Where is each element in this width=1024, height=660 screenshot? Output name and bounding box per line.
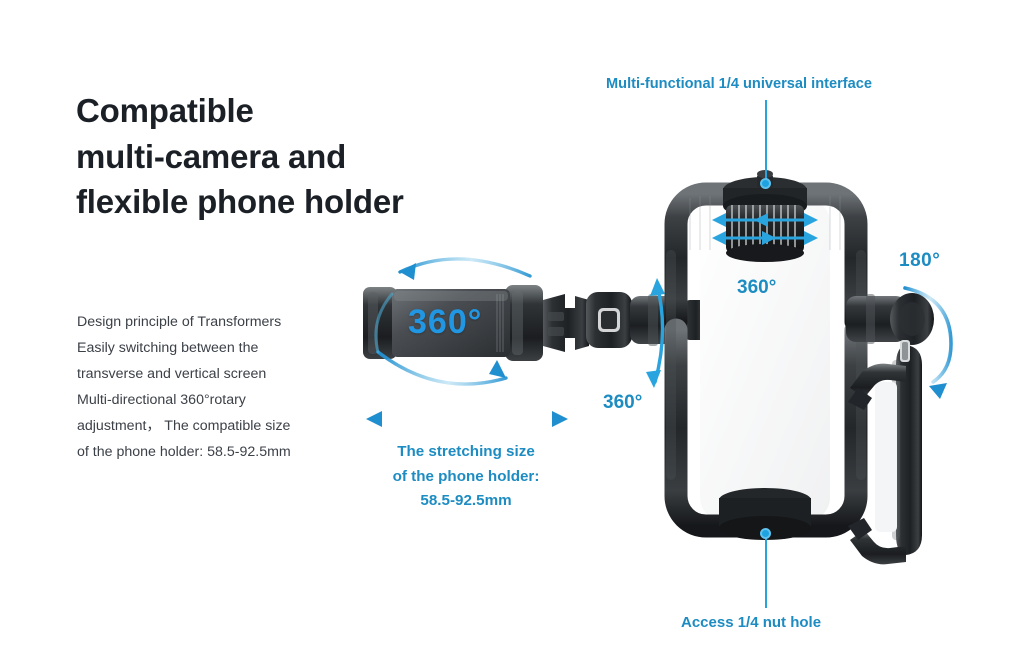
headline-line-2: multi-camera and: [76, 137, 347, 175]
leader-line-bottom: [765, 536, 767, 608]
ring-frame-body: [664, 170, 868, 540]
articulating-arm: [586, 292, 706, 348]
description-paragraph: Design principle of Transformers Easily …: [77, 310, 347, 466]
description-line-5: adjustment， The compatible size: [77, 417, 291, 434]
rotation-arc-icon: [374, 257, 532, 386]
annotation-rotation-360-arm: 360°: [603, 392, 643, 413]
description-line-3: transverse and vertical screen: [77, 365, 267, 382]
callout-dot-icon-bottom: [760, 528, 771, 539]
stretch-caption-line-2: of the phone holder:: [392, 467, 540, 485]
side-mount-bracket: [848, 340, 922, 565]
horizontal-rotation-arrows-icon: [712, 213, 818, 245]
double-headed-arrow-icon: [366, 411, 568, 427]
annotation-bottom-nut: Access 1/4 nut hole: [681, 614, 822, 631]
description-line-2: Easily switching between the: [77, 339, 259, 356]
annotation-rotation-360-clamp: 360°: [408, 303, 483, 341]
annotation-rotation-180: 180°: [899, 250, 941, 271]
description-line-1: Design principle of Transformers: [77, 314, 282, 330]
stretch-caption-line-1: The stretching size: [397, 443, 535, 460]
leader-line-top: [765, 100, 767, 184]
callout-dot-icon-top: [760, 178, 771, 189]
stretch-size-caption: The stretching size of the phone holder:…: [368, 440, 564, 514]
right-extension-arm: [846, 293, 934, 345]
headline-line-3: flexible phone holder: [76, 183, 404, 221]
annotation-top-interface: Multi-functional 1/4 universal interface: [606, 76, 872, 92]
description-line-4: Multi-directional 360°rotary: [77, 391, 246, 408]
phone-holder-clamp: [363, 285, 589, 361]
description-line-6: of the phone holder: 58.5-92.5mm: [77, 443, 291, 460]
vertical-rotation-arrow-icon: [646, 278, 665, 388]
arc-arrow-180-icon: [903, 286, 953, 399]
headline-line-1: Compatible: [76, 92, 254, 129]
stretch-caption-line-3: 58.5-92.5mm: [420, 492, 512, 510]
annotation-rotation-360-frame: 360°: [737, 277, 777, 298]
page-title: Compatible multi-camera and flexible pho…: [76, 88, 496, 225]
